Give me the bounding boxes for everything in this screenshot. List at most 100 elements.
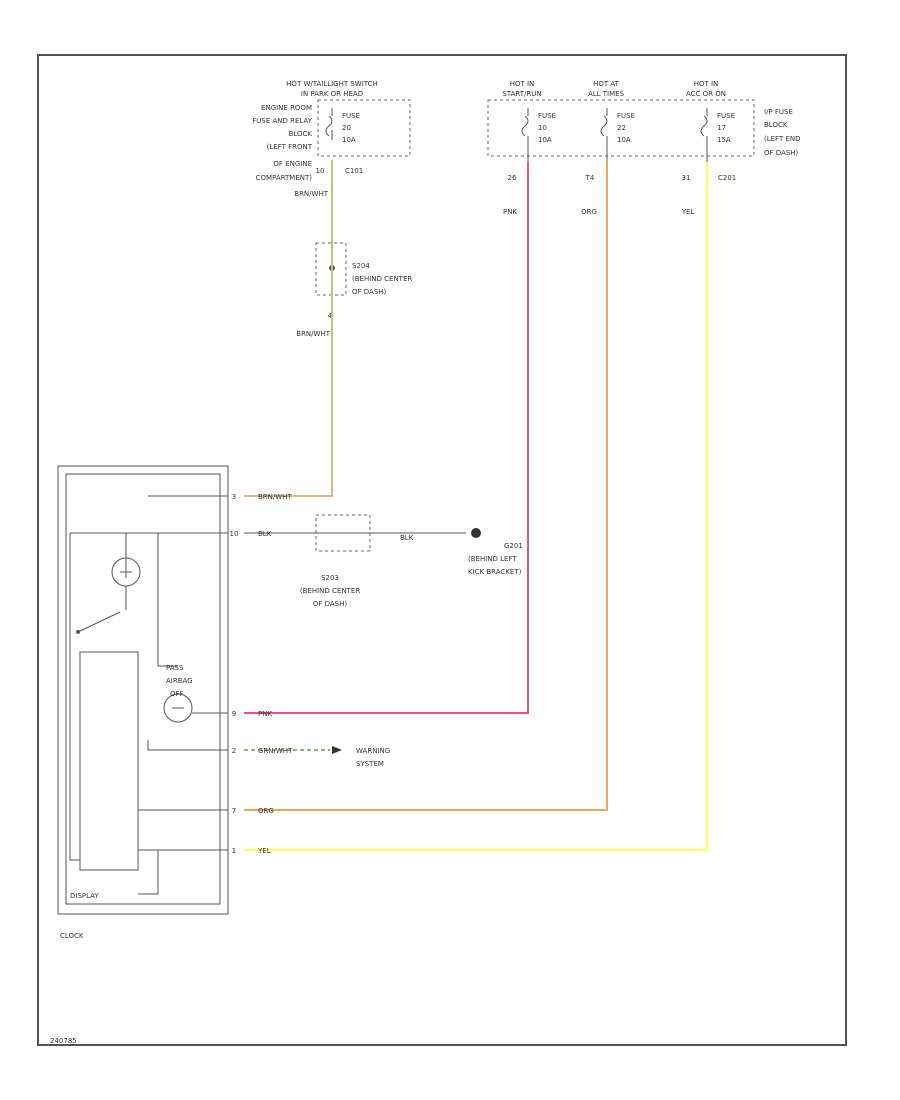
- fuse-block-col3-hot-2: ACC OR ON: [686, 90, 726, 98]
- fuse-headlight-group: HOT W/TAILLIGHT SWITCH IN PARK OR HEAD F…: [252, 80, 411, 198]
- clock-bulb-filament: [120, 566, 132, 578]
- pass-airbag-label-1: PASS: [166, 664, 184, 672]
- pass-airbag-label-3: OFF: [170, 690, 184, 698]
- fuse-headlight-hot-label-2: IN PARK OR HEAD: [301, 90, 363, 98]
- pass-airbag-label-2: AIRBAG: [166, 677, 193, 685]
- clock-internal-left-bus: [69, 533, 80, 861]
- display-label: DISPLAY: [70, 892, 99, 900]
- clock-internal-lamp-feed: [157, 533, 178, 667]
- fuse-block-col2-fuse2: 22: [617, 124, 626, 132]
- fuse-block-col1-element: [521, 115, 529, 137]
- clock-switch-pivot: [76, 630, 80, 634]
- fuse-block-col3-fuse2: 17: [717, 124, 726, 132]
- fuse-block-col2-fuse1: FUSE: [617, 112, 635, 120]
- fuse-block-col1-fuse3: 10A: [538, 136, 552, 144]
- fuse-headlight-wire-label: BRN/WHT: [294, 190, 328, 198]
- fuse-block-location-1: I/P FUSE: [764, 108, 793, 116]
- clock-outer-box: [57, 465, 229, 915]
- fuse-block-location-3: (LEFT END: [764, 135, 801, 143]
- ground-g201-desc-2: KICK BRACKET): [468, 568, 522, 576]
- warning-system-group: WARNING SYSTEM: [332, 746, 390, 768]
- fuse-block-col1-hot-1: HOT IN: [510, 80, 535, 88]
- fuse-block-connector: C201: [718, 174, 736, 182]
- splice-s203-desc-2: OF DASH): [313, 600, 348, 608]
- fuse-headlight-line1: FUSE: [342, 112, 360, 120]
- fuse-block-wire-3: YEL: [681, 208, 695, 216]
- clock-switch-icon: [77, 611, 121, 633]
- splice-s203-name: S203: [321, 574, 339, 582]
- clock-pin-2: 10: [230, 530, 239, 538]
- fuse-headlight-location-6: COMPARTMENT): [256, 174, 313, 182]
- clock-internal-grn-line: [147, 740, 228, 751]
- ground-wire-label: BLK: [400, 534, 414, 542]
- fuse-headlight-hot-label-1: HOT W/TAILLIGHT SWITCH: [286, 80, 378, 88]
- fuse-headlight-pin: 10: [316, 167, 325, 175]
- fuse-block-col3-fuse1: FUSE: [717, 112, 735, 120]
- pass-airbag-lamp-icon: [163, 693, 193, 723]
- fuse-block-col3-element: [700, 115, 708, 137]
- clock-title: CLOCK: [60, 932, 84, 940]
- fuse-block-location-4: OF DASH): [764, 149, 799, 157]
- clock-wire-3: PNK: [258, 710, 272, 718]
- clock-wire-4: GRN/WHT: [258, 747, 293, 755]
- clock-pin-4: 2: [232, 747, 236, 755]
- fuse-block-location-2: BLOCK: [764, 121, 788, 129]
- fuse-block-col1-fuse2: 10: [538, 124, 547, 132]
- splice-s204-desc-2: OF DASH): [352, 288, 387, 296]
- clock-wire-1: BRN/WHT: [258, 493, 292, 501]
- splice-s204-wire-label: BRN/WHT: [296, 330, 330, 338]
- fuse-block-col3-hot-1: HOT IN: [694, 80, 719, 88]
- clock-wire-6: YEL: [257, 847, 271, 855]
- wire-org: [244, 162, 608, 811]
- fuse-block-col2-element: [600, 115, 608, 137]
- wire-brn-wht: [244, 160, 333, 497]
- splice-s203-box: [315, 514, 371, 552]
- fuse-headlight-line3: 10A: [342, 136, 356, 144]
- clock-inner-box: [65, 473, 221, 905]
- fuse-headlight-connector: C101: [345, 167, 363, 175]
- fuse-block-wire-2: ORG: [581, 208, 597, 216]
- wire-pnk: [244, 162, 529, 714]
- ground-g201-desc-1: (BEHIND LEFT: [468, 555, 517, 563]
- clock-pin-6: 1: [232, 847, 236, 855]
- clock-wire-5: ORG: [258, 807, 274, 815]
- fuse-block-group: HOT IN START/RUN HOT AT ALL TIMES HOT IN…: [487, 80, 801, 216]
- fuse-headlight-location-3: BLOCK: [289, 130, 313, 138]
- fuse-headlight-location-5: OF ENGINE: [273, 160, 312, 168]
- fuse-headlight-location-4: (LEFT FRONT: [267, 143, 313, 151]
- fuse-block-col1-fuse1: FUSE: [538, 112, 556, 120]
- clock-pin-3: 9: [232, 710, 236, 718]
- fuse-block-pin-1: 26: [508, 174, 517, 182]
- fuse-block-col2-hot-2: ALL TIMES: [588, 90, 625, 98]
- fuse-headlight-location-1: ENGINE ROOM: [261, 104, 312, 112]
- fuse-block-col3-fuse3: 15A: [717, 136, 731, 144]
- display-box: [79, 651, 139, 871]
- clock-wire-2: BLK: [258, 530, 272, 538]
- splice-s203-desc-1: (BEHIND CENTER: [300, 587, 360, 595]
- clock-component: DISPLAY PASS AIRBAG OFF CLOCK 3 BRN/WHT …: [57, 465, 293, 940]
- clock-internal-display-feed: [138, 850, 159, 895]
- wire-yel: [244, 162, 708, 851]
- ground-group: S203 (BEHIND CENTER OF DASH) BLK G201 (B…: [244, 514, 523, 608]
- fuse-headlight-box: [317, 99, 411, 157]
- splice-s204-desc-1: (BEHIND CENTER: [352, 275, 412, 283]
- warning-label-2: SYSTEM: [356, 760, 384, 768]
- fuse-headlight-element: [325, 115, 333, 137]
- fuse-block-pin-2: T4: [585, 174, 595, 182]
- warning-arrow-icon: [332, 746, 342, 754]
- footer-code: 240785: [50, 1037, 77, 1045]
- splice-s204-group: S204 (BEHIND CENTER OF DASH) 4 BRN/WHT: [296, 242, 412, 338]
- clock-pin-5: 7: [232, 807, 236, 815]
- ground-g201-symbol: [471, 528, 481, 538]
- diagram-frame: [37, 54, 847, 1046]
- ground-g201-name: G201: [504, 542, 523, 550]
- fuse-block-col2-hot-1: HOT AT: [593, 80, 620, 88]
- fuse-block-wire-1: PNK: [503, 208, 517, 216]
- warning-label-1: WARNING: [356, 747, 390, 755]
- fuse-block-pin-3: 31: [682, 174, 691, 182]
- fuse-headlight-location-2: FUSE AND RELAY: [252, 117, 312, 125]
- fuse-headlight-line2: 20: [342, 124, 351, 132]
- clock-pin-1: 3: [232, 493, 236, 501]
- splice-s204-name: S204: [352, 262, 370, 270]
- fuse-block-box: [487, 99, 755, 157]
